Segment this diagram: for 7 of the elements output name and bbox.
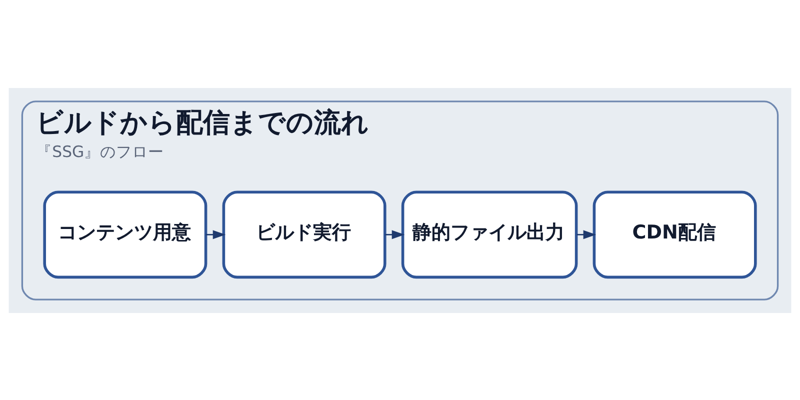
node-box: 静的ファイル出力	[401, 190, 578, 278]
node-box: コンテンツ用意	[43, 190, 208, 278]
node-box: ビルド実行	[222, 190, 386, 278]
node-box: CDN配信	[592, 190, 757, 278]
arrow	[385, 230, 405, 239]
arrow	[576, 230, 596, 239]
arrow	[206, 230, 226, 239]
